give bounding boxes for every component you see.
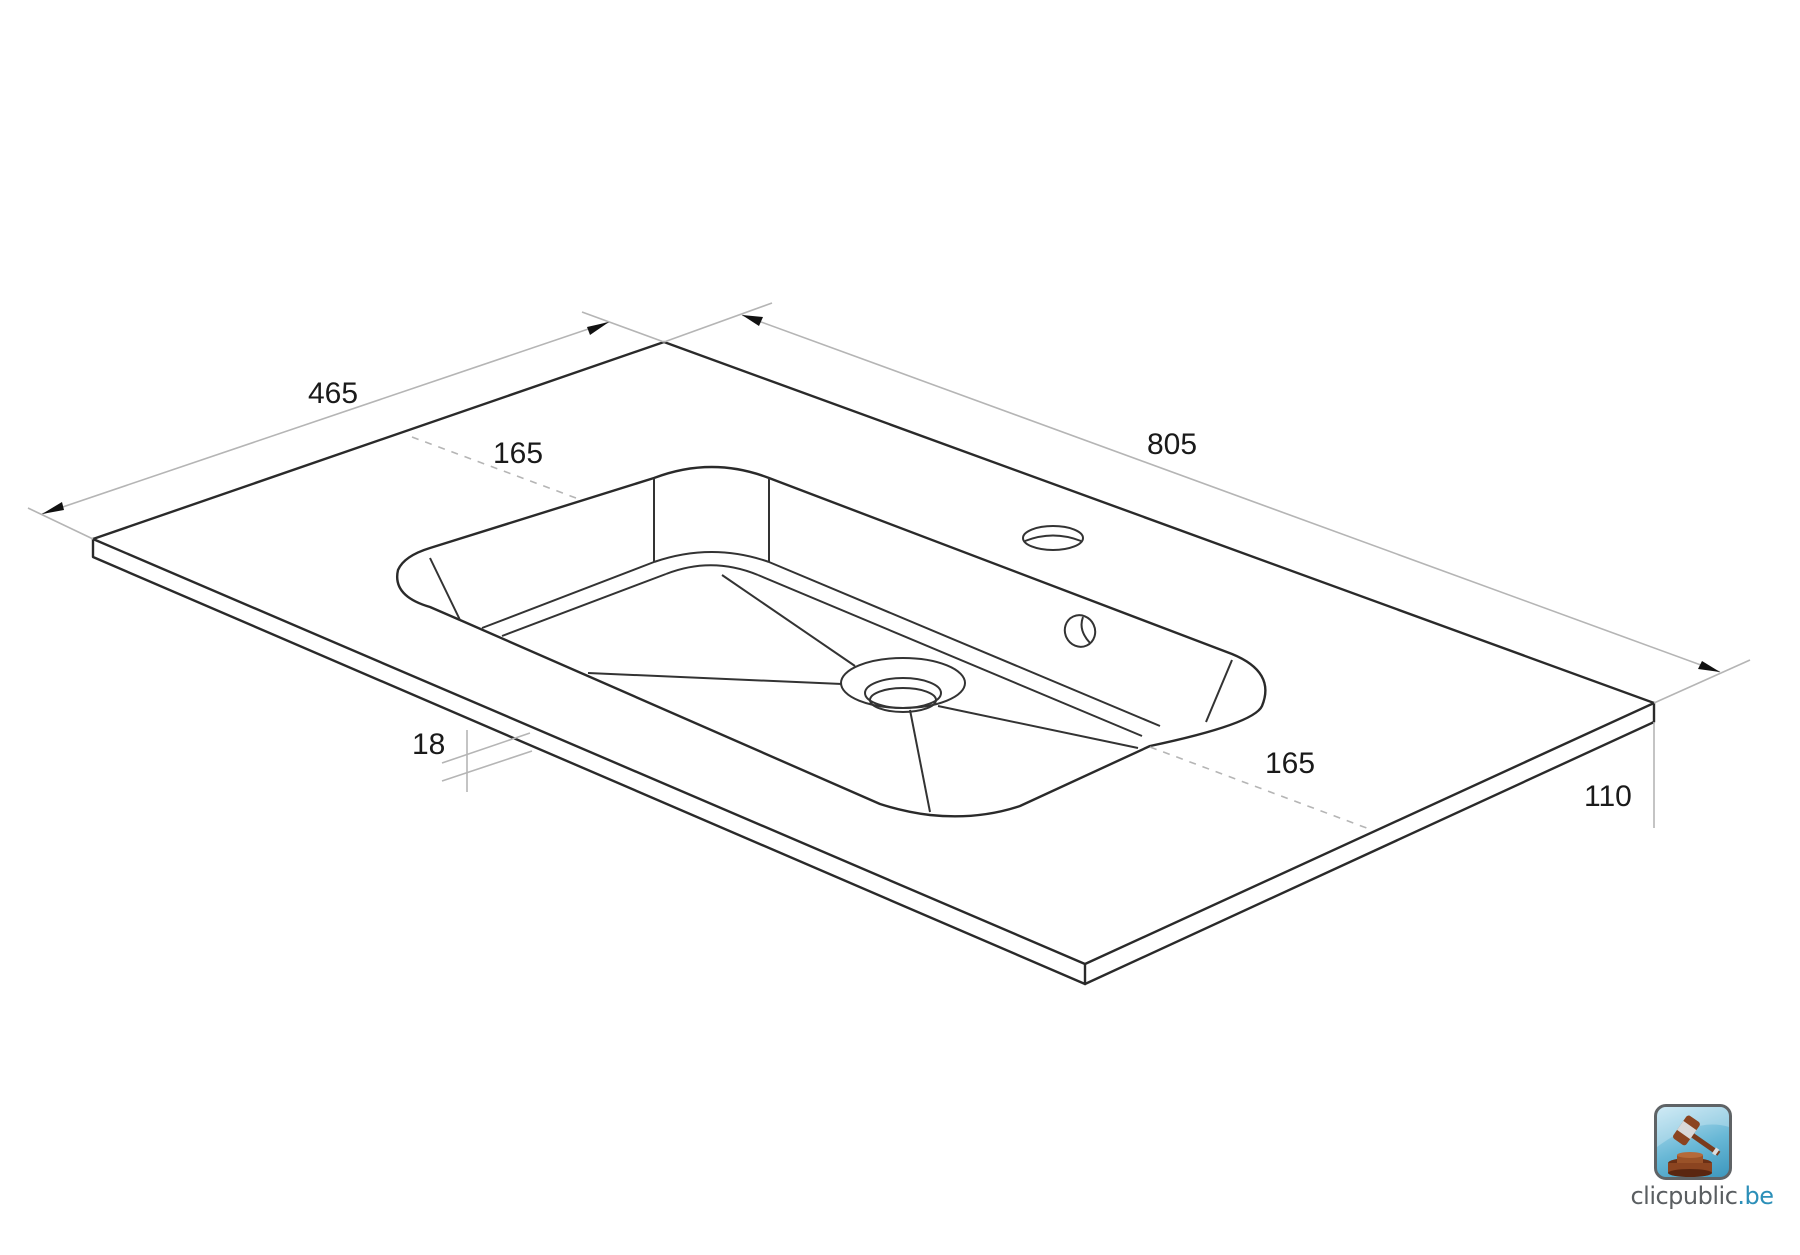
basin-slope-line-front bbox=[909, 709, 931, 813]
logo-wordmark: clicpublic.be bbox=[1612, 1182, 1792, 1210]
slab-top-face bbox=[91, 340, 1656, 966]
basin-floor-edge bbox=[481, 561, 655, 629]
drain-outer-ring bbox=[840, 657, 966, 709]
basin-slope-line-right bbox=[937, 705, 1139, 749]
clicpublic-logo[interactable]: clicpublic.be bbox=[1612, 1100, 1792, 1220]
arrow-head bbox=[587, 322, 609, 335]
slab-front-edge bbox=[91, 537, 1087, 986]
logo-brand: clicpublic bbox=[1630, 1182, 1738, 1210]
arrow-head bbox=[1698, 661, 1720, 672]
overflow-hole bbox=[1063, 614, 1097, 648]
logo-tld: .be bbox=[1737, 1182, 1774, 1210]
dimension-label-basin-offset-front: 165 bbox=[1265, 747, 1315, 780]
basin-slope-line-back bbox=[721, 574, 856, 667]
auction-gavel-icon bbox=[1654, 1104, 1732, 1180]
dimension-label-thickness: 18 bbox=[412, 728, 445, 761]
basin-right-ledge-inner bbox=[757, 574, 1143, 737]
basin-rim bbox=[395, 465, 1267, 818]
dimension-label-basin-offset-back: 165 bbox=[493, 437, 543, 470]
basin-left-chamfer bbox=[429, 557, 461, 621]
dimension-label-width: 805 bbox=[1147, 428, 1197, 461]
arrow-head bbox=[42, 502, 64, 514]
basin-back-ledge-inner bbox=[665, 564, 759, 576]
basin bbox=[395, 465, 1267, 818]
dimension-label-height: 110 bbox=[1584, 780, 1632, 813]
dimension-lines bbox=[27, 302, 1751, 831]
basin-slope-line-left bbox=[587, 672, 843, 685]
basin-floor-edge-inner bbox=[501, 573, 667, 637]
drain-hole bbox=[869, 687, 937, 713]
slab-side-edge bbox=[1083, 701, 1656, 986]
arrow-head bbox=[742, 315, 763, 326]
basin-right-ledge bbox=[768, 561, 1161, 727]
basin-back-ledge bbox=[653, 551, 770, 563]
dimension-label-depth: 465 bbox=[308, 377, 358, 410]
drain-inner-ring bbox=[864, 677, 942, 709]
basin-right-chamfer bbox=[1205, 659, 1233, 723]
countertop-slab bbox=[91, 340, 1656, 986]
faucet-hole bbox=[1022, 525, 1084, 551]
